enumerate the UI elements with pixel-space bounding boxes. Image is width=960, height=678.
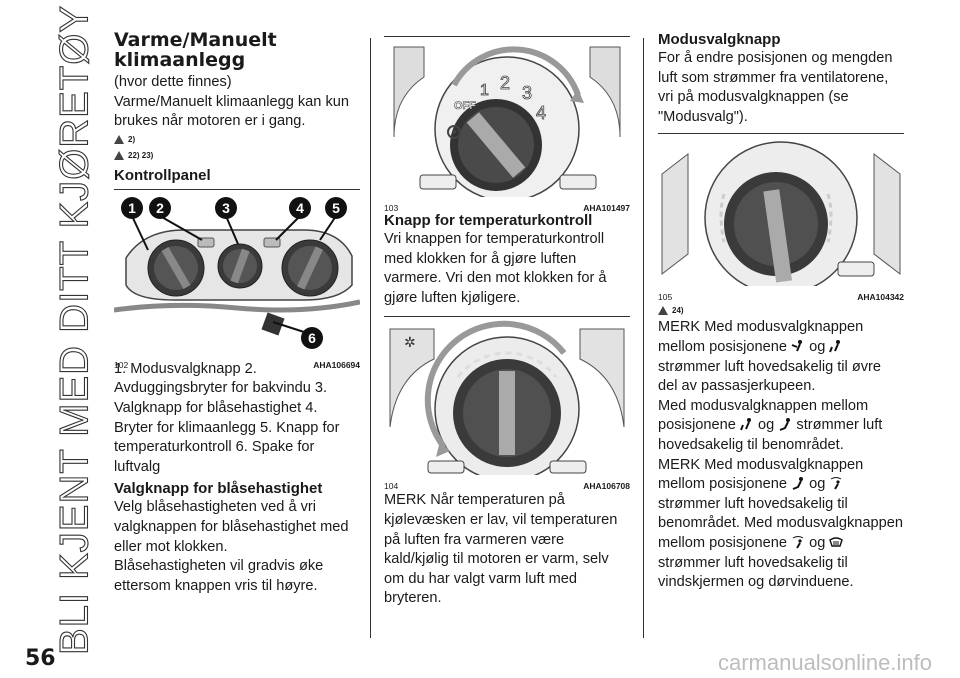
mode-text: For å endre posisjonen og mengden luft s… (658, 50, 893, 125)
chapter-title: BLI KJENT MED DITT KJØRETØY (52, 4, 97, 656)
availability-text: (hvor dette finnes) (114, 74, 232, 90)
fan-speed-knob-illustration: OFF 1 2 3 4 (384, 37, 630, 202)
foot-vent-icon (792, 477, 804, 491)
svg-text:6: 6 (308, 330, 316, 346)
section-title: Varme/Manuelt klimaanlegg (114, 29, 277, 71)
column-divider (370, 38, 371, 638)
callout-6: 6 (301, 326, 323, 349)
face-foot-vent-icon (829, 339, 841, 353)
figure-caption: 103 AHA101497 (384, 203, 630, 213)
fan-icon (447, 125, 461, 139)
figure-caption: 104 AHA106708 (384, 481, 630, 491)
figure-caption: 102 AHA106694 (114, 360, 360, 370)
callout-4: 4 (289, 196, 311, 219)
callout-3: 3 (215, 196, 237, 219)
foot-vent-icon (779, 418, 791, 432)
column-divider (643, 38, 644, 638)
blower-text: Velg blåsehastigheten ved å vri valgknap… (114, 499, 349, 555)
subheading-temperatur: Knapp for temperaturkontroll (384, 212, 593, 229)
intro-text: Varme/Manuelt klimaanlegg kan kun brukes… (114, 93, 349, 130)
svg-text:2: 2 (156, 200, 164, 216)
mode-knob-illustration (661, 141, 901, 296)
figure-number: 102 (114, 359, 129, 370)
subheading-kontrollpanel: Kontrollpanel (114, 166, 211, 184)
column-2: OFF 1 2 3 4 103 AHA101497 Knapp for temp… (384, 36, 630, 609)
snowflake-icon: ✲ (404, 335, 416, 351)
figure-code: AHA101497 (583, 203, 630, 213)
legend-text: 1. Modusvalgknapp 2. Avduggingsbryter fo… (114, 360, 340, 475)
mode-para-3: MERK Med modusvalgknappen mellom posisjo… (658, 456, 904, 591)
warning-icon (114, 135, 124, 145)
svg-text:OFF: OFF (454, 100, 476, 112)
figure-number: 104 (384, 481, 399, 492)
windshield-defrost-icon (829, 537, 844, 547)
subheading-modusvalg: Modusvalgknapp (658, 31, 781, 48)
figure-number: 105 (658, 292, 673, 303)
figure-103: OFF 1 2 3 4 103 AHA101497 (384, 36, 630, 213)
merk-note: MERK Når temperaturen på kjølevæsken er … (384, 492, 618, 607)
face-vent-icon (791, 339, 803, 352)
svg-text:1: 1 (480, 82, 489, 99)
svg-text:2: 2 (500, 73, 510, 93)
figure-code: AHA104342 (857, 292, 904, 303)
face-foot-vent-icon (740, 418, 751, 431)
svg-text:3: 3 (522, 83, 532, 103)
foot-defrost-icon (792, 535, 804, 549)
callout-2: 2 (149, 196, 171, 219)
callout-5: 5 (325, 196, 347, 219)
note-ref: 24) (658, 302, 904, 318)
figure-code: AHA106694 (313, 359, 360, 370)
temperature-text: Vri knappen for temperaturkontroll med k… (384, 231, 607, 306)
warning-icon (114, 151, 124, 161)
callout-1: 1 (121, 196, 143, 219)
watermark: carmanualsonline.info (717, 650, 932, 675)
svg-text:4: 4 (536, 103, 546, 123)
figure-104: ✲ 104 AHA106708 (384, 316, 630, 491)
figure-caption: 105 AHA104342 (658, 292, 904, 302)
note-ref-a: 2) (114, 132, 360, 148)
column-3: Modusvalgknapp For å endre posisjonen og… (658, 30, 904, 593)
subheading-blasehastighet: Valgknapp for blåsehastighet (114, 480, 323, 498)
figure-code: AHA106708 (583, 481, 630, 492)
chapter-side-tab: BLI KJENT MED DITT KJØRETØY (0, 0, 97, 678)
figure-number: 103 (384, 203, 399, 213)
figure-102: 1 2 3 4 5 6 102 AHA106694 (113, 188, 361, 370)
column-1: Varme/Manuelt klimaanlegg (hvor dette fi… (113, 29, 361, 596)
svg-text:4: 4 (296, 200, 304, 216)
svg-text:3: 3 (222, 200, 230, 216)
note-ref-b: 22) 23) (114, 148, 360, 164)
svg-text:✲: ✲ (404, 335, 416, 351)
mode-para-1: MERK Med modusvalgknappen mellom posisjo… (658, 319, 882, 395)
temperature-knob-illustration: ✲ (389, 321, 625, 483)
mode-para-2: Med modusvalgknappen mellom posisjonene … (658, 397, 883, 453)
foot-defrost-icon (831, 477, 842, 490)
svg-text:5: 5 (332, 200, 340, 216)
blower-text-2: Blåsehastigheten vil gradvis øke etterso… (114, 558, 324, 594)
warning-icon (658, 305, 668, 315)
figure-105: 105 AHA104342 (658, 133, 904, 302)
svg-text:1: 1 (128, 200, 136, 216)
control-panel-illustration: 1 2 3 4 5 6 (113, 196, 361, 349)
page-number: 56 (25, 646, 56, 671)
